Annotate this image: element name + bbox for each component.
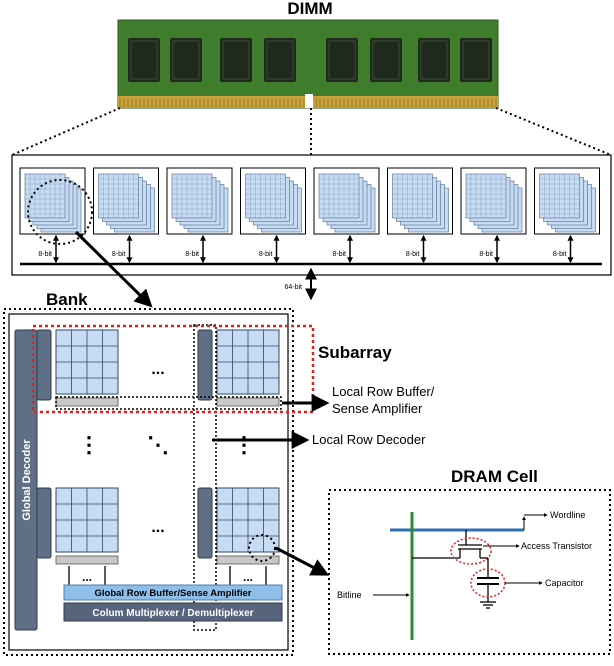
local-decoder-column-outline xyxy=(193,324,217,631)
subarray-grid xyxy=(36,329,280,565)
dimm-dram-chip xyxy=(418,38,450,82)
ellipsis-top: ... xyxy=(151,361,164,378)
local-row-decoder-label: Local Row Decoder xyxy=(312,432,426,447)
ellipsis-diagonal: ⋱ xyxy=(147,432,169,457)
dimm-dram-chip xyxy=(264,38,296,82)
access-transistor xyxy=(412,530,488,559)
chip-bus-label: 8-bit xyxy=(259,251,273,258)
chip-bus-label: 8-bit xyxy=(112,251,126,258)
zoom-circle-cell xyxy=(248,534,276,562)
capacitor-label: Capacitor xyxy=(545,578,584,588)
chip-bus-label: 8-bit xyxy=(38,251,52,258)
connector-ellipsis: ... xyxy=(243,570,253,584)
dram-chip-5: 8-bit xyxy=(313,167,380,264)
ellipsis-right-vertical: ⋮ xyxy=(233,432,255,457)
chip-bus-label: 8-bit xyxy=(332,251,346,258)
connector-ellipsis: ... xyxy=(82,570,92,584)
global-row-buffer-label: Global Row Buffer/Sense Amplifier xyxy=(95,588,252,599)
ellipsis-left-vertical: ⋮ xyxy=(78,432,100,457)
chip-bus-label: 8-bit xyxy=(479,251,493,258)
zoom-circle-chip xyxy=(27,179,93,245)
access-transistor-label: Access Transistor xyxy=(521,541,592,551)
column-multiplexer xyxy=(63,602,283,622)
dram-chip-6: 8-bit xyxy=(387,167,453,264)
dimm-dram-chip xyxy=(128,38,160,82)
dram-chip-1: 8-bit xyxy=(19,167,86,264)
chip-bus-label: 8-bit xyxy=(185,251,199,258)
column-multiplexer-label: Colum Multiplexer / Demultiplexer xyxy=(92,608,253,619)
local-row-buffer-label-line2: Sense Amplifier xyxy=(332,401,423,416)
chip-bus-label: 8-bit xyxy=(406,251,420,258)
access-transistor-highlight xyxy=(450,537,492,565)
subarray-label: Subarray xyxy=(318,343,392,362)
zoom-arrow-cell xyxy=(275,546,330,576)
local-row-decoder xyxy=(197,487,213,559)
chip-bus-label: 8-bit xyxy=(553,251,567,258)
local-sense-amplifier xyxy=(216,397,280,407)
dimm-dram-chip xyxy=(220,38,252,82)
bitline-label: Bitline xyxy=(337,590,362,600)
bus-width-label: 64-bit xyxy=(284,284,302,291)
dram-chip-2: 8-bit xyxy=(93,167,159,264)
bank-title: Bank xyxy=(46,290,88,309)
zoom-arrow-bank xyxy=(74,230,153,308)
subarray-4 xyxy=(197,487,280,565)
dimm-dram-chip xyxy=(326,38,358,82)
dram-cell-frame xyxy=(328,489,611,655)
local-sense-amplifier xyxy=(216,555,280,565)
global-row-buffer xyxy=(63,584,283,601)
dram-chip-8: 8-bit xyxy=(534,167,600,264)
capacitor xyxy=(477,558,499,609)
local-sense-amplifier xyxy=(55,397,119,407)
local-row-buffer-outline xyxy=(55,396,282,410)
dimm-dram-chip xyxy=(460,38,492,82)
local-row-buffer-label-line1: Local Row Buffer/ xyxy=(332,384,435,399)
subarray-2 xyxy=(197,329,280,407)
dimm-notch xyxy=(305,94,313,108)
global-decoder-label: Global Decoder xyxy=(21,439,33,521)
dram-chip-row: 8-bit 8-bit 8-bit 8-bit 8-bit 8-bit 8-bit 8-bit xyxy=(19,167,600,264)
dimm-module xyxy=(117,19,499,109)
bank-inner-frame xyxy=(8,313,289,651)
local-row-decoder xyxy=(36,487,52,559)
zoom-line-right xyxy=(495,107,612,156)
dram-chip-3: 8-bit xyxy=(166,167,233,264)
subarray-highlight xyxy=(31,324,315,414)
bank-bottom-connectors: ...... xyxy=(68,566,267,585)
wordline-label: Wordline xyxy=(550,510,585,520)
dram-chip-4: 8-bit xyxy=(240,167,306,264)
bank-frame xyxy=(3,308,294,656)
dimm-dram-chip xyxy=(170,38,202,82)
dram-cell-title: DRAM Cell xyxy=(451,467,538,486)
dram-chip-7: 8-bit xyxy=(460,167,527,264)
zoom-line-left xyxy=(11,107,121,156)
subarray-1 xyxy=(36,329,119,407)
local-row-decoder xyxy=(197,329,213,401)
local-row-decoder xyxy=(36,329,52,401)
global-decoder xyxy=(14,329,38,631)
ellipsis-bottom: ... xyxy=(151,519,164,536)
subarray-3 xyxy=(36,487,119,565)
dimm-title: DIMM xyxy=(287,0,332,18)
dimm-dram-chip xyxy=(370,38,402,82)
local-sense-amplifier xyxy=(55,555,119,565)
dimm-dram-chips xyxy=(128,38,492,82)
